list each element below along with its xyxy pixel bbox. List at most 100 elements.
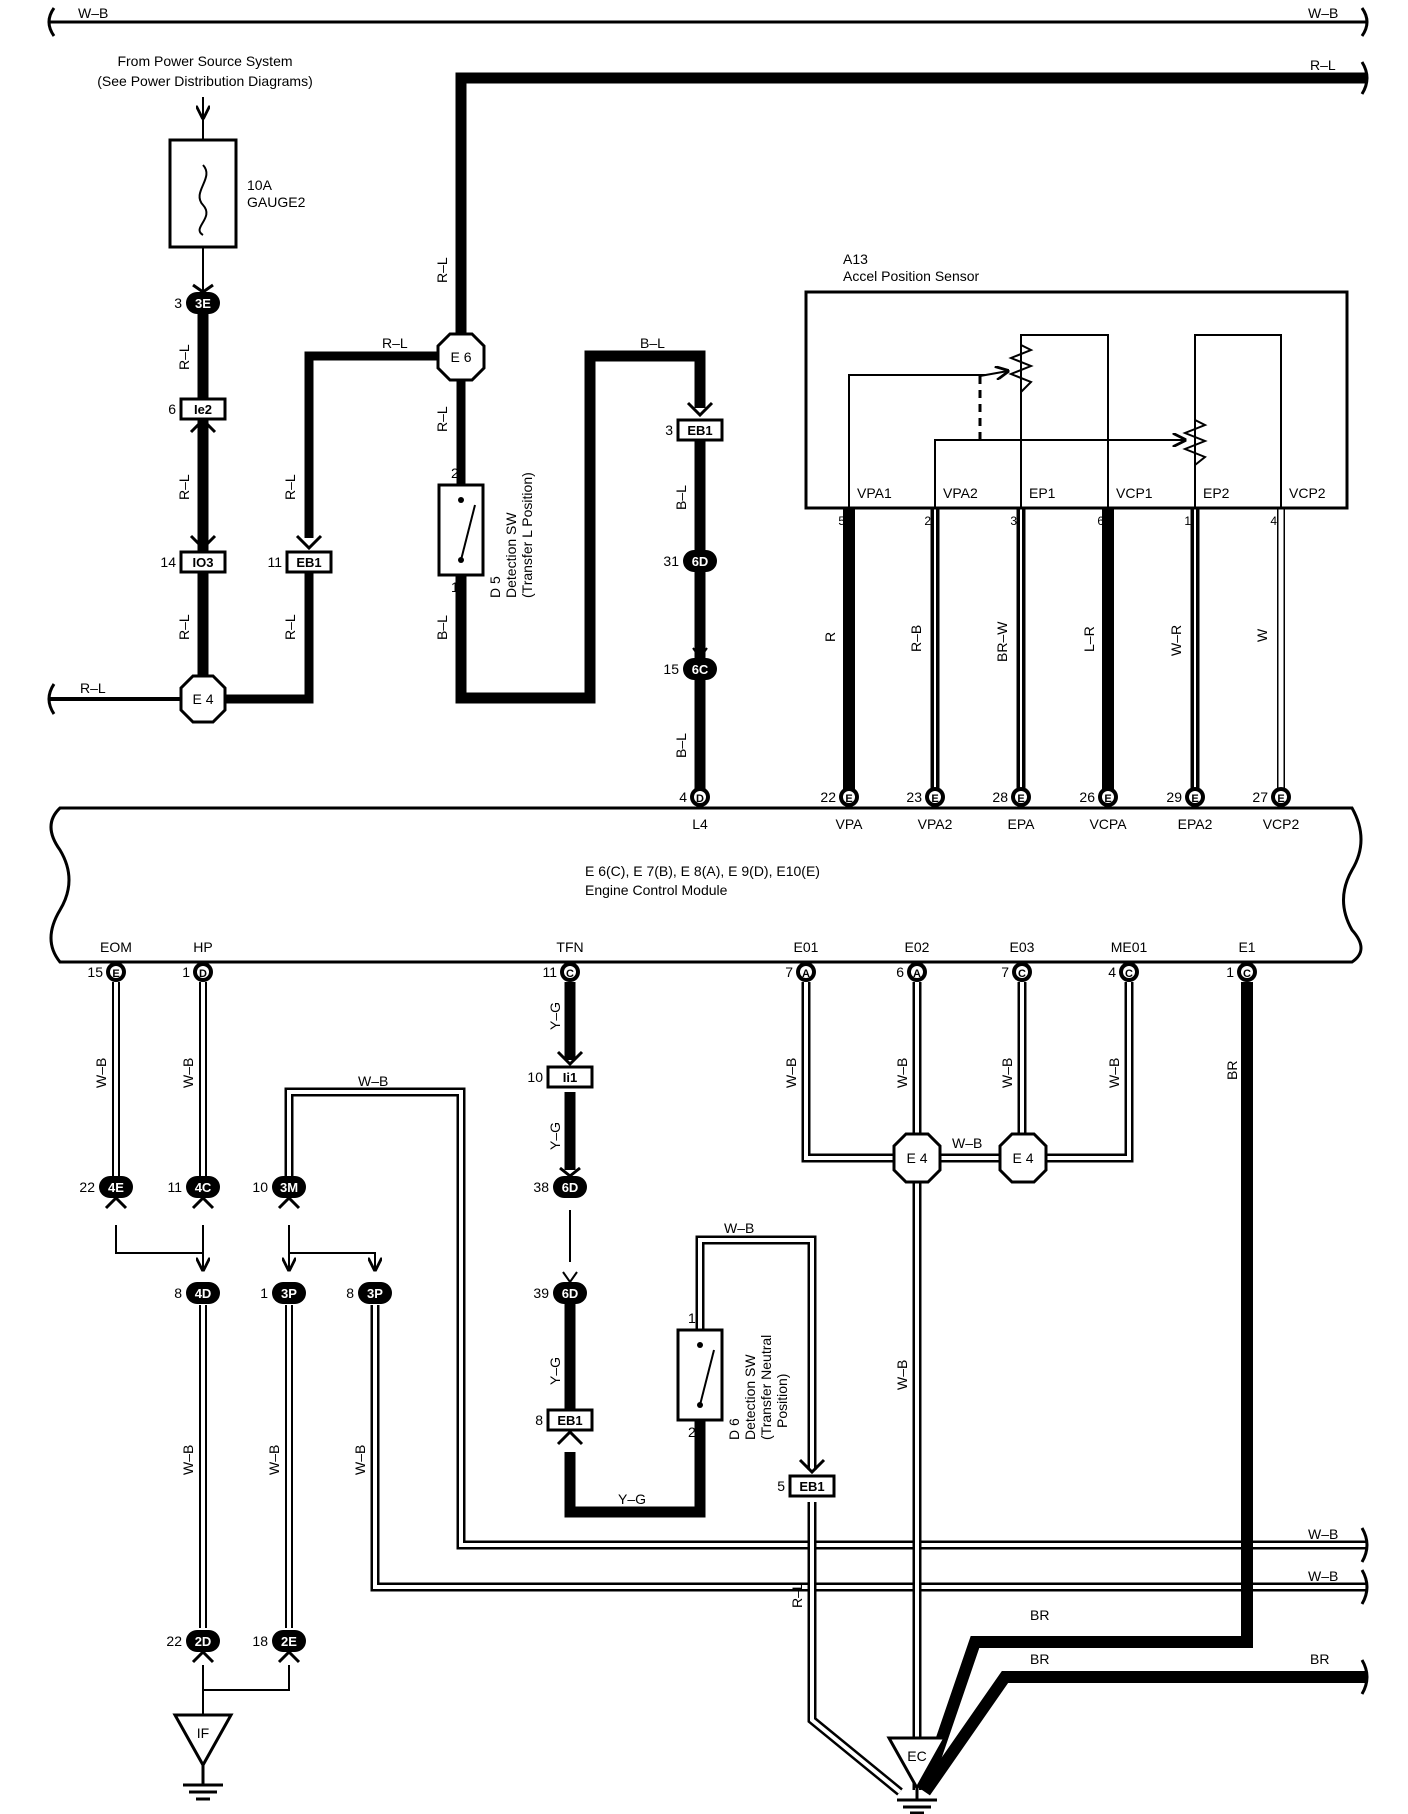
ecm-top-terminal-label: VCPA	[1089, 816, 1127, 832]
ceb1c-num: 8	[535, 1412, 543, 1428]
wire-label: BR–W	[994, 621, 1010, 662]
junction-e4-left	[179, 674, 227, 724]
ecm-top-terminal-conn: E	[1277, 793, 1284, 805]
connector-eb1-5	[788, 1458, 836, 1498]
wire-label: W–B	[724, 1220, 754, 1236]
cio3-num: 14	[160, 554, 176, 570]
wire-label: R–L	[80, 680, 106, 696]
connector-2d	[186, 1630, 220, 1664]
c3p2-label: 3P	[367, 1286, 383, 1301]
ecm-bottom-terminal-conn: C	[1125, 968, 1133, 980]
wire-label: W–B	[352, 1445, 368, 1475]
connector-6d-38	[553, 1166, 587, 1198]
power-source-line1: From Power Source System	[117, 53, 292, 69]
ceb1d-num: 5	[777, 1478, 785, 1494]
wire-label: W–B	[952, 1135, 982, 1151]
c6d1-label: 6D	[692, 554, 709, 569]
c6d3-num: 39	[533, 1285, 549, 1301]
ecm-bottom-terminal-label: ME01	[1111, 939, 1148, 955]
c3m-num: 10	[252, 1179, 268, 1195]
d6-id: D 6	[726, 1418, 742, 1440]
sensor-pin-vpa1: VPA1	[857, 485, 892, 501]
wire-splice-ground	[202, 1665, 290, 1715]
sensor-pin-number: 4	[1270, 514, 1277, 528]
wire-label: R–L	[434, 406, 450, 432]
fuse-name: GAUGE2	[247, 194, 306, 210]
wire-label: R–L	[1310, 57, 1336, 73]
wire-label: W–B	[1308, 1568, 1338, 1584]
ecm-bottom-terminal-conn: D	[199, 968, 207, 980]
sensor-pin-number: 3	[1010, 514, 1017, 528]
wire-label: W–B	[1308, 1526, 1338, 1542]
wire-rl-top	[455, 72, 1366, 356]
connector-2e	[272, 1630, 306, 1664]
c3p1-label: 3P	[281, 1286, 297, 1301]
ceb1a-num: 11	[267, 554, 282, 570]
c4e-label: 4E	[108, 1180, 124, 1195]
ecm-bottom-terminal-num: 7	[1001, 964, 1009, 980]
wire-label: W–B	[894, 1058, 910, 1088]
connector-3e	[186, 283, 220, 314]
c6c-num: 15	[663, 661, 679, 677]
fuse-gauge2	[168, 138, 238, 249]
junction-e4-a	[892, 1132, 942, 1184]
ecm-top-terminal-num: 29	[1166, 789, 1182, 805]
ecm-bottom-terminal-conn: C	[566, 968, 574, 980]
wire-label: BR	[1030, 1607, 1049, 1623]
c6d2-label: 6D	[562, 1180, 579, 1195]
connector-4d	[186, 1282, 220, 1304]
d6-desc1: (Transfer Neutral	[758, 1335, 774, 1440]
ecm-top-terminal-num: 28	[992, 789, 1008, 805]
wire-label: W–B	[180, 1058, 196, 1088]
ecm-connectors: E 6(C), E 7(B), E 8(A), E 9(D), E10(E)	[585, 863, 820, 879]
wire-label: W–B	[266, 1445, 282, 1475]
ecm-name: Engine Control Module	[585, 882, 728, 898]
ecm-top-terminal-label: EPA2	[1178, 816, 1213, 832]
switch-d6	[676, 1328, 724, 1422]
sensor-pin-number: 6	[1097, 514, 1104, 528]
wire-label: L–R	[1081, 626, 1097, 652]
ecm-top-terminal-num: 23	[906, 789, 922, 805]
wire-label: R–L	[282, 474, 298, 500]
ecm-bottom-terminal-conn: A	[913, 968, 921, 980]
wire-label: W–B	[1106, 1058, 1122, 1088]
wire-wb-eb1-ec-core	[810, 1502, 902, 1794]
ecm-bottom-terminal-label: EOM	[100, 939, 132, 955]
c4d-num: 8	[174, 1285, 182, 1301]
wire-label: W–B	[93, 1058, 109, 1088]
engine-control-module	[49, 806, 1363, 964]
wire-label: B–L	[673, 485, 689, 510]
c4c-num: 11	[167, 1179, 182, 1195]
wire-label: R–L	[434, 257, 450, 283]
wire-label: R–L	[382, 335, 408, 351]
ecm-bottom-terminal-num: 1	[1226, 964, 1234, 980]
wire-splice-4e-4c	[115, 1225, 203, 1254]
c4c-label: 4C	[195, 1180, 212, 1195]
labels: From Power Source System (See Power Dist…	[78, 5, 1338, 1764]
ecm-bottom-terminal-num: 15	[87, 964, 103, 980]
wire-label: W–B	[78, 5, 108, 21]
ecm-top-terminals: D4L4E22VPAE23VPA2E28EPAE26VCPAE29EPA2E27…	[679, 787, 1299, 832]
connector-4e	[99, 1176, 133, 1210]
ecm-bottom-terminal-label: TFN	[556, 939, 583, 955]
ceb1c-label: EB1	[557, 1413, 582, 1428]
wire-br-bottom	[920, 1671, 1366, 1796]
wire-label: W–B	[358, 1073, 388, 1089]
c3e-label: 3E	[195, 296, 211, 311]
connector-4c	[186, 1176, 220, 1210]
ecm-top-terminal-conn: D	[696, 793, 704, 805]
wire-label: Y–G	[547, 1357, 563, 1385]
wire-label: Y–G	[547, 1002, 563, 1030]
wire-label: R–B	[908, 625, 924, 652]
c6d3-label: 6D	[562, 1286, 579, 1301]
power-source-line2: (See Power Distribution Diagrams)	[97, 73, 313, 89]
wire-label: W–B	[999, 1058, 1015, 1088]
